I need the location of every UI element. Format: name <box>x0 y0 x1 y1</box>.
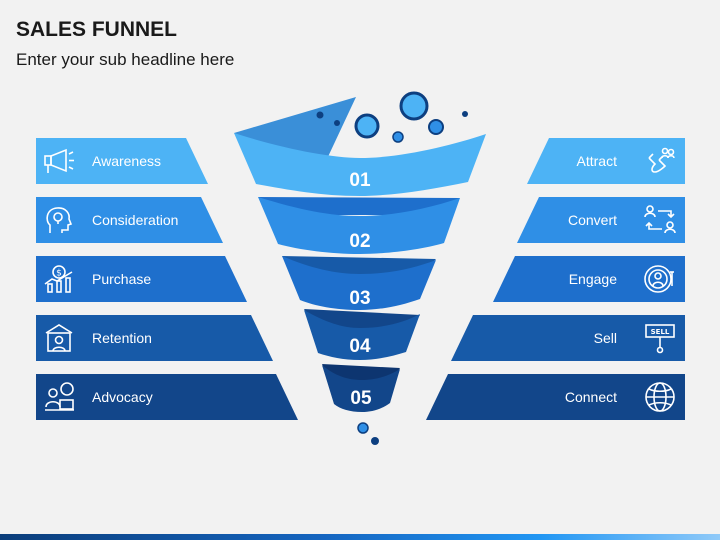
funnel-stage-5 <box>322 365 400 412</box>
advocate-icon <box>45 382 74 411</box>
right-bar-connect: Connect <box>426 374 685 420</box>
bottom-accent-strip <box>0 534 720 540</box>
right-bar-engage: Engage <box>493 256 685 302</box>
bubble <box>316 111 324 119</box>
funnel-stage-2 <box>258 197 460 254</box>
left-bar-label: Consideration <box>92 212 179 228</box>
money-growth-icon: $ <box>44 265 73 293</box>
funnel-stage-1 <box>234 133 486 196</box>
bubble <box>399 91 429 121</box>
left-bar-retention: Retention <box>36 315 273 361</box>
bubble <box>392 131 404 143</box>
right-bar-label: Engage <box>568 271 617 287</box>
right-bar-label: Attract <box>576 153 617 169</box>
head-idea-icon <box>46 207 73 233</box>
sell-sign-icon: SELL <box>645 324 675 354</box>
bubble <box>462 111 468 117</box>
page-title: SALES FUNNEL <box>16 18 178 41</box>
magnet-users-icon <box>648 147 675 173</box>
svg-text:SELL: SELL <box>651 328 670 336</box>
right-bar-attract: Attract <box>527 138 685 184</box>
left-bar-label: Retention <box>92 330 152 346</box>
left-bar-advocacy: Advocacy <box>36 374 298 420</box>
drop <box>357 422 369 434</box>
right-bar-sell: Sell SELL <box>451 315 685 361</box>
stage-number: 02 <box>349 231 370 252</box>
right-bar-convert: Convert <box>517 197 685 243</box>
svg-text:$: $ <box>56 269 62 279</box>
bubble <box>334 120 340 126</box>
megaphone-icon <box>44 148 74 173</box>
customer-retention-icon <box>45 324 73 352</box>
right-bar-label: Connect <box>564 389 617 405</box>
stage-number: 04 <box>349 336 371 357</box>
right-bar-label: Sell <box>593 330 617 346</box>
left-bar-purchase: $ Purchase <box>36 256 247 302</box>
stage-number: 03 <box>349 288 370 309</box>
bubble <box>428 119 444 135</box>
target-user-icon <box>644 265 674 293</box>
left-bar-label: Awareness <box>92 153 162 169</box>
funnel-stage-4 <box>304 310 420 360</box>
funnel-stage-3 <box>282 256 436 310</box>
page-subtitle: Enter your sub headline here <box>16 50 235 69</box>
left-bar-consideration: Consideration <box>36 197 223 243</box>
left-bar-label: Advocacy <box>92 389 153 405</box>
funnel-fold <box>322 364 400 380</box>
left-bar-awareness: Awareness <box>36 138 208 184</box>
right-bar-label: Convert <box>567 212 617 228</box>
stage-number: 01 <box>349 170 371 191</box>
convert-users-icon <box>644 205 676 234</box>
stage-number: 05 <box>350 388 372 409</box>
drop <box>371 437 379 445</box>
globe-icon <box>645 382 675 412</box>
bubble <box>354 113 380 139</box>
left-bar-label: Purchase <box>92 271 152 287</box>
